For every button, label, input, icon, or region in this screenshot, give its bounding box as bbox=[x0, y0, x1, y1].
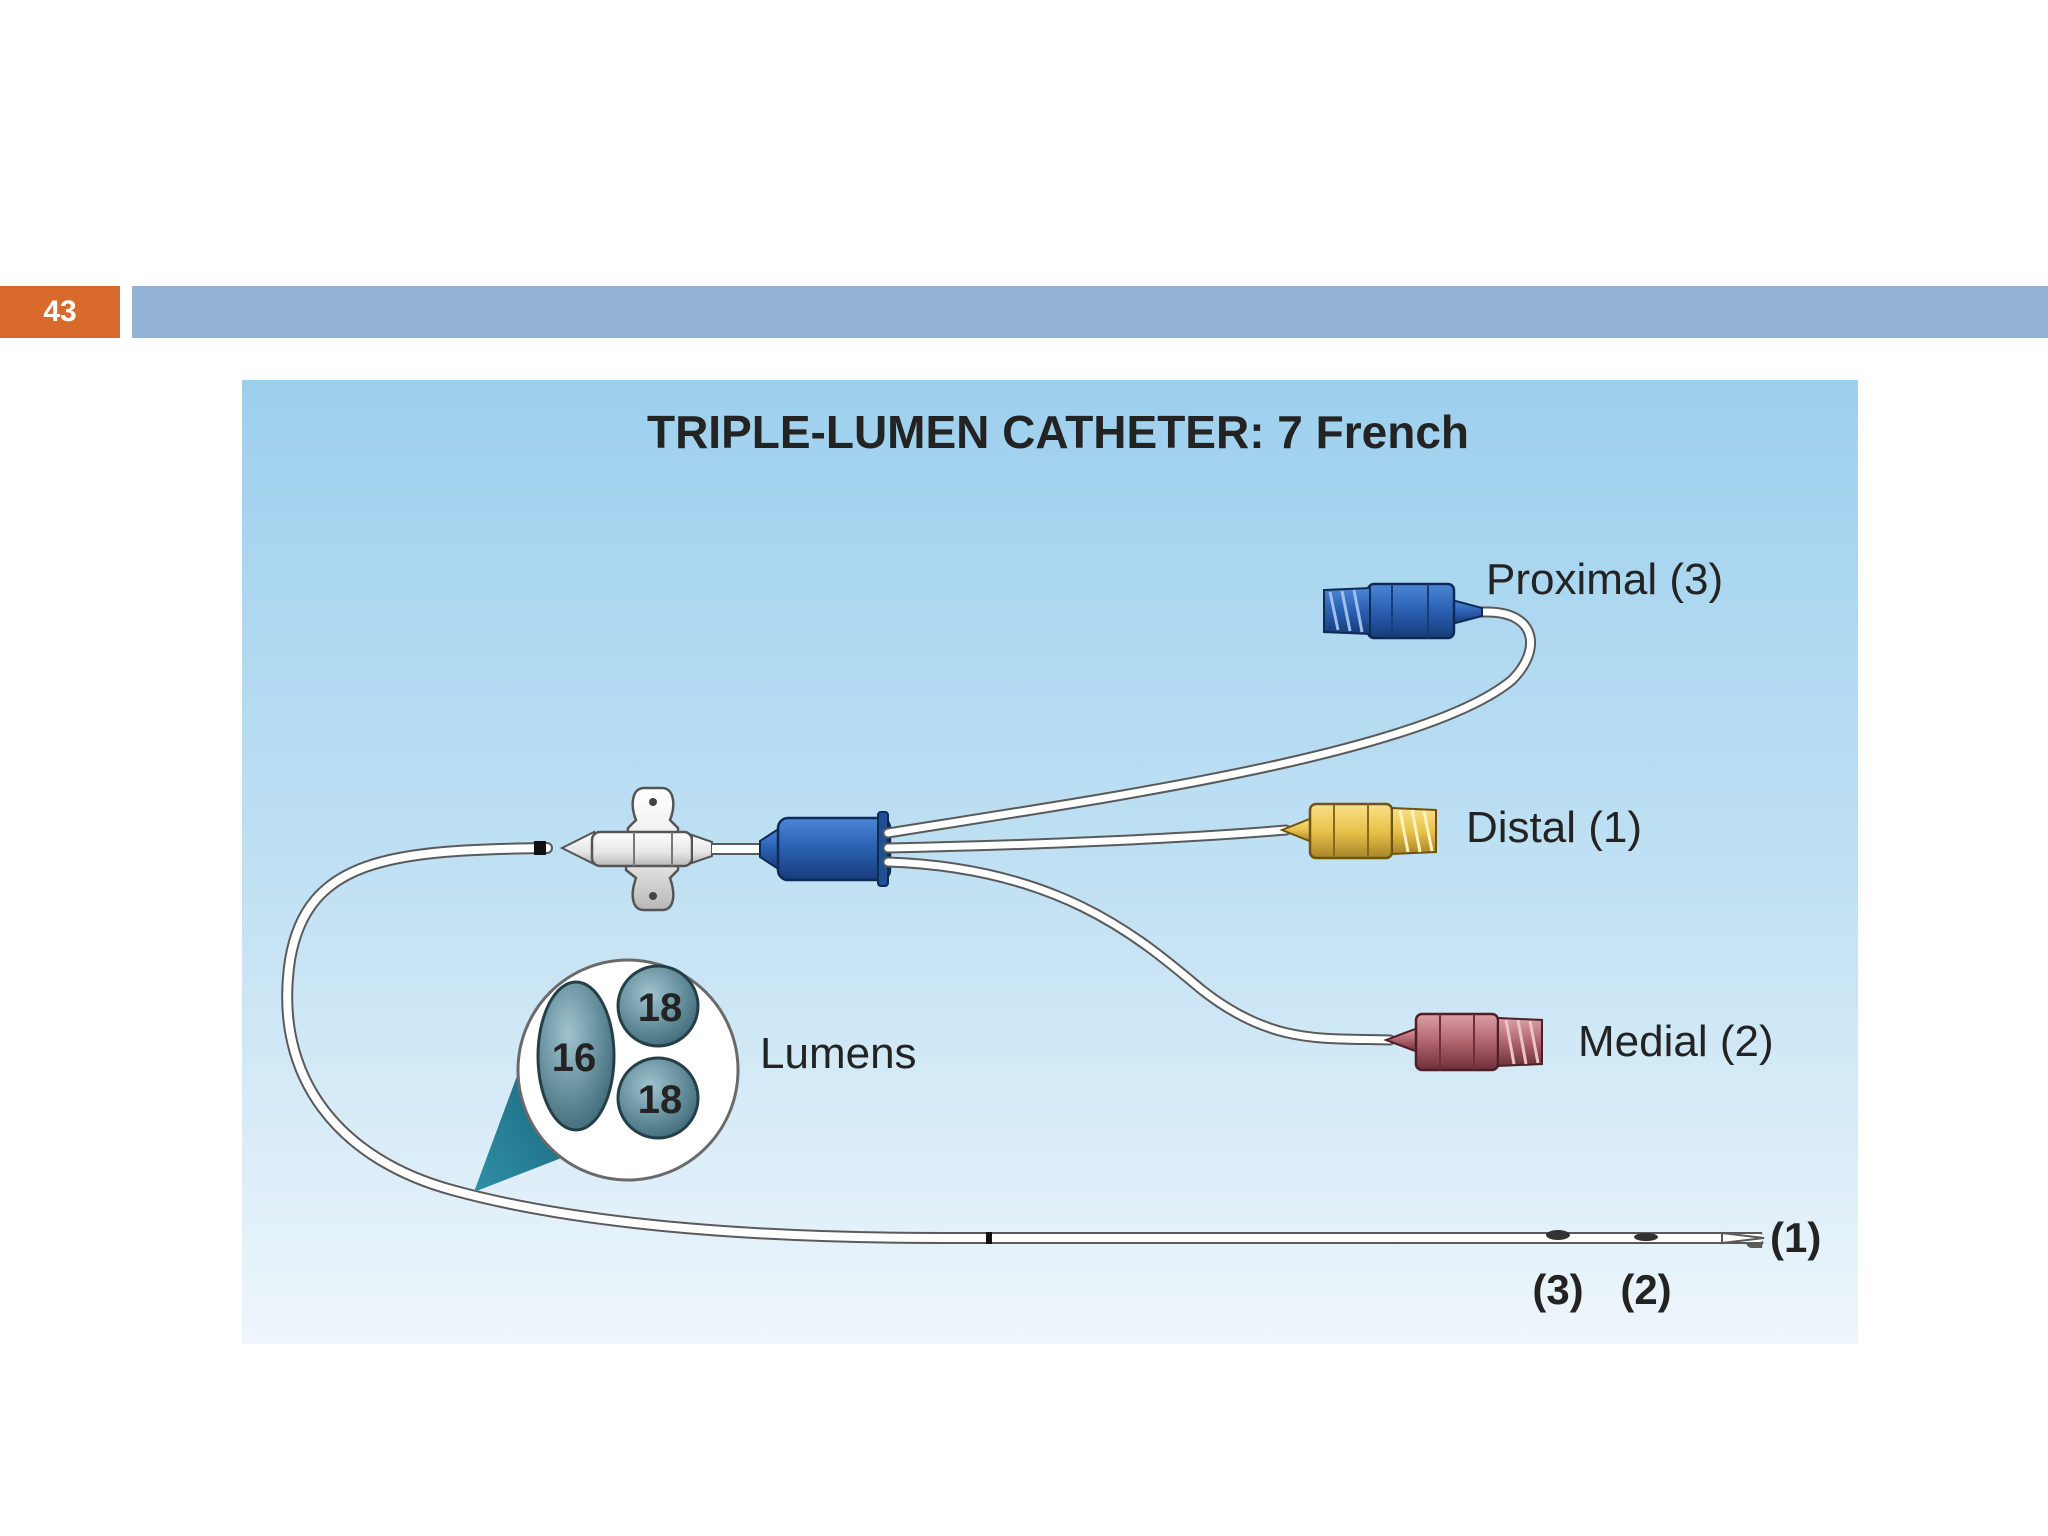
proximal-port-hole bbox=[1546, 1230, 1570, 1240]
suture-wing bbox=[559, 786, 762, 912]
lumen-16-label: 16 bbox=[552, 1036, 597, 1080]
distal-hub bbox=[1279, 802, 1437, 860]
medial-hub bbox=[1383, 1012, 1543, 1072]
depth-marker bbox=[986, 1232, 992, 1244]
lumens-label: Lumens bbox=[760, 1029, 917, 1078]
proximal-hub bbox=[1323, 582, 1483, 640]
catheter-figure: TRIPLE-LUMEN CATHETER: 7 French bbox=[242, 380, 1858, 1344]
lumen-cross-section: 16 18 18 bbox=[474, 958, 740, 1192]
tip-marker-distal: (1) bbox=[1770, 1214, 1821, 1261]
lumen-16 bbox=[536, 980, 616, 1132]
tip-marker-medial: (2) bbox=[1620, 1266, 1671, 1313]
catheter-diagram: TRIPLE-LUMEN CATHETER: 7 French bbox=[242, 380, 1858, 1344]
catheter-body bbox=[281, 841, 1765, 1248]
figure-background bbox=[242, 380, 1858, 1344]
junction-hub bbox=[759, 811, 892, 887]
lumen-18-top bbox=[616, 964, 700, 1048]
lumen-18-top-label: 18 bbox=[638, 986, 683, 1030]
distal-label: Distal (1) bbox=[1466, 803, 1642, 852]
slide-number: 43 bbox=[0, 286, 120, 338]
medial-label: Medial (2) bbox=[1578, 1017, 1774, 1066]
header-bar bbox=[132, 286, 2048, 338]
depth-marker bbox=[534, 841, 546, 855]
lumen-18-bottom-label: 18 bbox=[638, 1078, 683, 1122]
extension-lines bbox=[882, 606, 1537, 1046]
lumen-18-bottom bbox=[616, 1056, 700, 1140]
tip-marker-proximal: (3) bbox=[1532, 1266, 1583, 1313]
medial-port-hole bbox=[1634, 1233, 1658, 1241]
proximal-label: Proximal (3) bbox=[1486, 555, 1723, 604]
diagram-title: TRIPLE-LUMEN CATHETER: 7 French bbox=[647, 406, 1469, 458]
